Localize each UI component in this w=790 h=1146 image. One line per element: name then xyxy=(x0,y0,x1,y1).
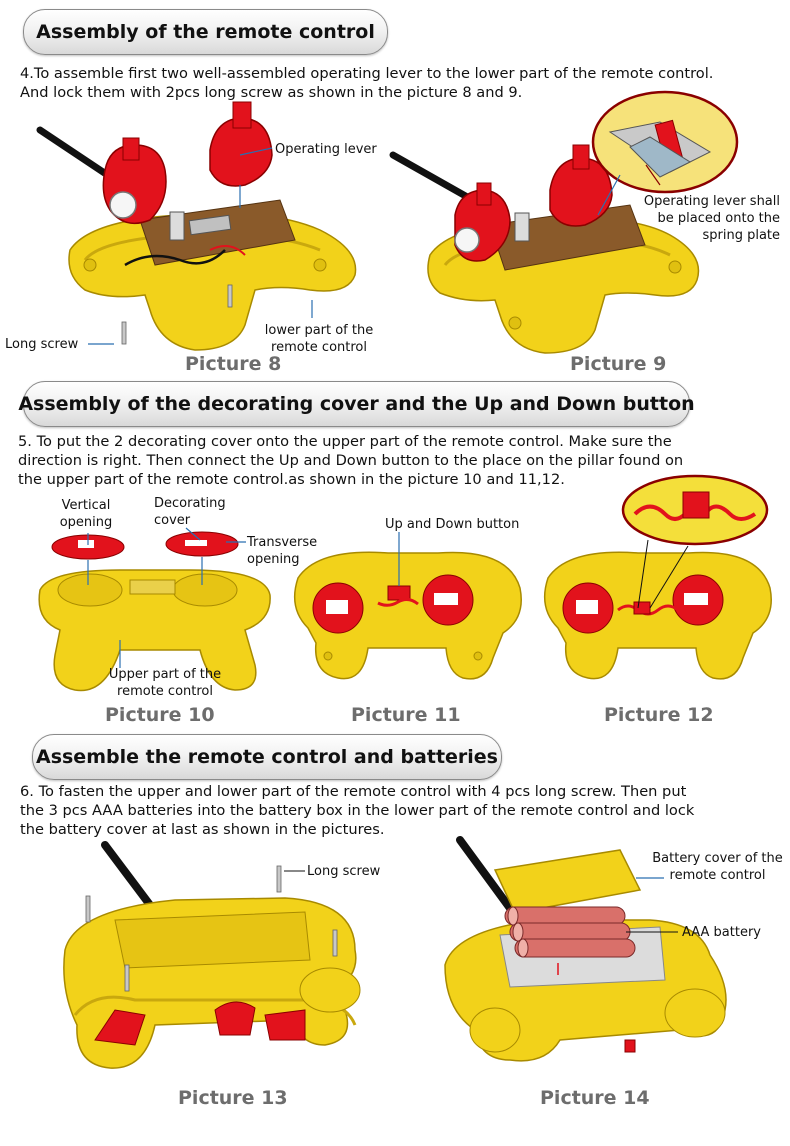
label-aaa-battery: AAA battery xyxy=(682,924,761,941)
label-battery-cover-line-2: remote control xyxy=(645,867,790,884)
caption-picture-14: Picture 14 xyxy=(540,1087,650,1109)
label-battery-cover-line-1: Battery cover of the xyxy=(645,850,790,867)
label-battery-cover: Battery cover of the remote control xyxy=(645,850,790,884)
